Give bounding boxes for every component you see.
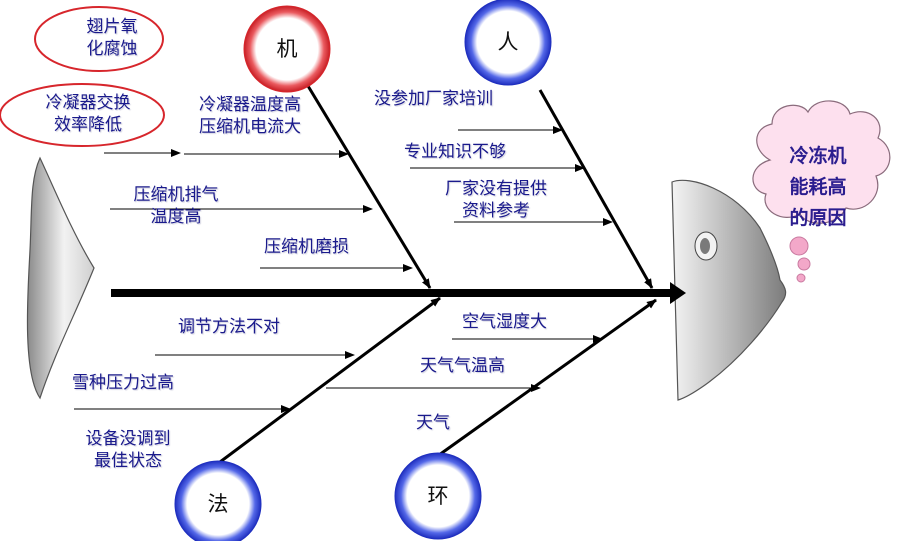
effect-cloud	[752, 100, 891, 224]
category-environment-label: 环	[427, 484, 449, 508]
cause-line: 效率降低	[54, 115, 122, 135]
highlight-ring-condenser	[0, 83, 165, 147]
cause-line: 翅片氧	[86, 17, 138, 37]
cause-line: 厂家没有提供	[445, 179, 547, 199]
cause-line: 化腐蚀	[86, 39, 138, 59]
thought-bubble-large	[789, 236, 809, 256]
fish-head	[671, 179, 787, 401]
category-ring-machine	[243, 5, 331, 93]
cause-line: 冷凝器交换	[45, 93, 131, 113]
cause-line: 天气	[416, 413, 450, 433]
category-ring-people	[464, 0, 552, 86]
thought-bubble-medium	[797, 257, 811, 271]
cause-compressor-wear: 压缩机磨损	[264, 236, 349, 258]
cause-line: 温度高	[150, 207, 202, 227]
bone-environment	[431, 298, 657, 462]
category-people-label: 人	[497, 30, 519, 54]
cause-line: 压缩机磨损	[264, 237, 349, 257]
spine-arrowhead	[670, 282, 686, 304]
cause-no-documents: 厂家没有提供 资料参考	[436, 178, 556, 222]
cause-fin-corrosion: 翅片氧 化腐蚀	[70, 16, 154, 60]
effect-label: 冷冻机 能耗高 的原因	[776, 141, 860, 234]
effect-line-1: 冷冻机	[789, 145, 847, 167]
cause-line: 空气湿度大	[462, 312, 547, 332]
highlight-ring-fin	[34, 6, 164, 72]
bone-people	[538, 89, 654, 289]
category-method-label: 法	[207, 492, 229, 516]
cause-not-optimal: 设备没调到 最佳状态	[72, 428, 184, 472]
cause-line: 设备没调到	[85, 429, 171, 449]
cause-condenser-efficiency: 冷凝器交换 效率降低	[32, 92, 144, 136]
cause-weather: 天气	[416, 412, 450, 434]
cause-line: 专业知识不够	[404, 142, 506, 162]
bone-method	[219, 296, 441, 464]
cause-high-temperature: 天气气温高	[420, 355, 505, 377]
thought-bubble-small	[796, 273, 806, 283]
cause-line: 没参加厂家培训	[374, 89, 493, 109]
cause-line: 冷凝器温度高	[199, 95, 301, 115]
cause-humidity: 空气湿度大	[462, 311, 547, 333]
fish-pupil	[700, 238, 710, 254]
cause-line: 最佳状态	[94, 451, 162, 471]
cause-line: 资料参考	[462, 201, 530, 221]
cause-wrong-adjustment: 调节方法不对	[178, 316, 280, 338]
cause-line: 天气气温高	[420, 356, 505, 376]
cause-line: 雪种压力过高	[72, 373, 174, 393]
cause-refrigerant-pressure: 雪种压力过高	[72, 372, 174, 394]
cause-insufficient-knowledge: 专业知识不够	[404, 141, 506, 163]
cause-condenser-temp: 冷凝器温度高 压缩机电流大	[186, 94, 314, 138]
cause-discharge-temp: 压缩机排气 温度高	[120, 184, 232, 228]
effect-line-3: 的原因	[789, 207, 847, 229]
category-machine-label: 机	[276, 37, 298, 61]
cause-line: 压缩机排气	[133, 185, 219, 205]
bone-machine	[300, 75, 432, 289]
cause-line: 压缩机电流大	[199, 117, 301, 137]
effect-line-2: 能耗高	[789, 176, 847, 198]
category-ring-method	[174, 460, 262, 541]
fish-tail	[26, 156, 95, 400]
category-ring-environment	[394, 452, 482, 540]
cause-no-training: 没参加厂家培训	[374, 88, 493, 110]
cause-line: 调节方法不对	[178, 317, 280, 337]
